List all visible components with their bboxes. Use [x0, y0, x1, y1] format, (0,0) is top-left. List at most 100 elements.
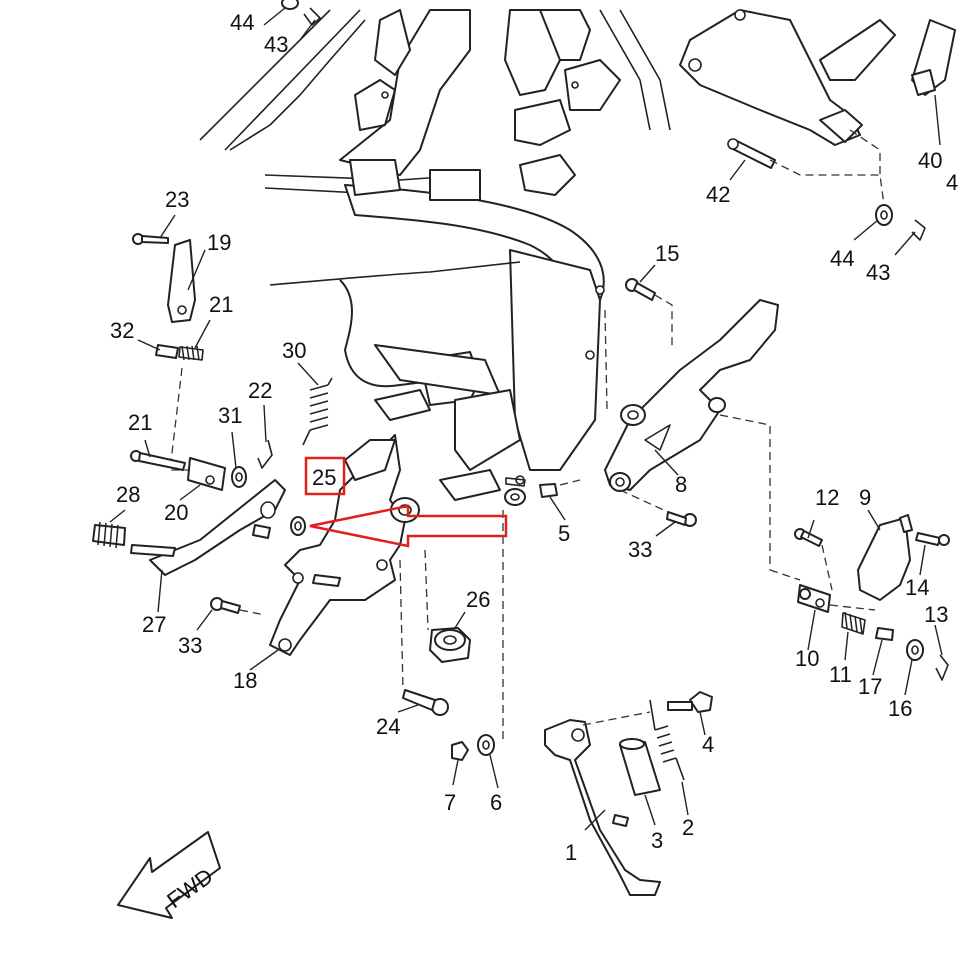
- dashline-frame: [604, 309, 608, 411]
- bolt-22: [130, 450, 186, 471]
- callout-10: 10: [795, 646, 819, 671]
- callout-43b: 43: [866, 260, 890, 285]
- bolt-33-right: [666, 511, 697, 527]
- dashline-sidestand: [582, 711, 651, 726]
- bolt-4: [667, 691, 713, 713]
- highlight-arrow: [309, 504, 508, 548]
- fwd-arrow: FWD: [117, 831, 221, 919]
- dashline-rear-footrest: [769, 159, 885, 206]
- highlight-box: [304, 456, 346, 496]
- callout-30: 30: [282, 338, 306, 363]
- collar-3: [619, 738, 661, 796]
- callout-21: 21: [209, 292, 233, 317]
- callout-28: 27: [142, 612, 166, 637]
- callout-7: 7: [444, 790, 456, 815]
- dashline-frame2: [769, 569, 801, 581]
- callout-3: 3: [651, 828, 663, 853]
- callout-numbers: 44 43 23 19 21 32 30 22 21 31 25 20 28 2…: [110, 10, 958, 865]
- dashline-8: [619, 489, 669, 513]
- washer-25: [290, 516, 306, 536]
- callout-44a: 44: [230, 10, 254, 35]
- callout-32: 31: [218, 403, 242, 428]
- highlight-callout: [304, 456, 508, 548]
- frame-structure: [199, 9, 671, 501]
- callout-23: 22: [248, 378, 272, 403]
- callout-42: 42: [706, 182, 730, 207]
- dashline-5: [559, 479, 581, 486]
- callout-12: 12: [815, 485, 839, 510]
- brake-pedal-28: [130, 479, 286, 576]
- callout-14: 14: [905, 575, 929, 600]
- callout-19: 19: [207, 230, 231, 255]
- collar-27: [429, 627, 471, 663]
- washer-44b: [875, 204, 893, 226]
- bolt-24: [132, 233, 169, 245]
- cotter-pin-43b: [911, 219, 926, 241]
- callout-6: 6: [490, 790, 502, 815]
- footrest-bracket-18: [269, 434, 420, 656]
- callout-44b: 44: [830, 246, 854, 271]
- callout-33a: 33: [178, 633, 202, 658]
- pin-42: [727, 138, 776, 169]
- callout-31: 32: [110, 318, 134, 343]
- bolt-14: [915, 532, 950, 546]
- callout-17: 17: [858, 674, 882, 699]
- callout-8: 8: [675, 472, 687, 497]
- dashline-9: [829, 604, 876, 611]
- callout-4: 4: [702, 732, 714, 757]
- cotter-pin-43a: [303, 7, 321, 26]
- dashline-8b: [719, 414, 771, 570]
- clevis-10: [797, 584, 831, 613]
- leader-lines: [109, 7, 943, 831]
- callout-16: 16: [888, 696, 912, 721]
- dashline-rear-40: [849, 129, 881, 175]
- callout-43a: 43: [264, 32, 288, 57]
- callout-29: 28: [116, 482, 140, 507]
- pin-31: [155, 344, 179, 359]
- callout-22: 21: [128, 410, 152, 435]
- footrest-bracket-8: [604, 299, 779, 492]
- callout-11: 11: [829, 662, 852, 687]
- footrest-9: [857, 514, 913, 601]
- dashline-19: [169, 367, 190, 471]
- callout-1: 1: [565, 840, 577, 865]
- callout-24: 23: [165, 187, 189, 212]
- bolt-26: [402, 689, 449, 716]
- callout-27: 26: [466, 587, 490, 612]
- spring-21: [178, 345, 204, 361]
- callout-5: 5: [558, 521, 570, 546]
- washer-32: [231, 466, 247, 488]
- washer-44a: [281, 0, 299, 10]
- bolt-33-left: [210, 597, 241, 614]
- pin-17: [875, 627, 894, 641]
- callout-18: 18: [233, 668, 257, 693]
- rear-footrest-bracket: [679, 9, 956, 146]
- dashline-12: [821, 544, 833, 591]
- dashline-27: [424, 549, 429, 631]
- sidestand-1: [544, 719, 661, 896]
- spring-11: [841, 611, 866, 635]
- spring-2: [649, 699, 685, 781]
- bolt-12: [794, 528, 823, 547]
- cotter-13: [935, 654, 949, 681]
- callout-9: 9: [859, 485, 871, 510]
- washer-6: [477, 734, 495, 756]
- washer-16: [906, 639, 924, 661]
- bracket-19: [167, 239, 196, 323]
- callout-33b: 33: [628, 537, 652, 562]
- spring-30: [302, 377, 333, 446]
- callout-40: 40: [918, 148, 942, 173]
- callout-25: 25: [312, 465, 336, 490]
- nut-7: [451, 741, 469, 761]
- cotter-23: [257, 439, 273, 469]
- callout-20: 20: [164, 500, 188, 525]
- callout-26: 24: [376, 714, 400, 739]
- callout-15: 15: [655, 241, 679, 266]
- dashline-15: [654, 294, 673, 350]
- collar-5: [504, 477, 558, 506]
- dashline-26: [399, 559, 404, 691]
- callout-41: 4: [946, 170, 958, 195]
- bolt-15: [625, 278, 656, 301]
- callout-13: 13: [924, 602, 948, 627]
